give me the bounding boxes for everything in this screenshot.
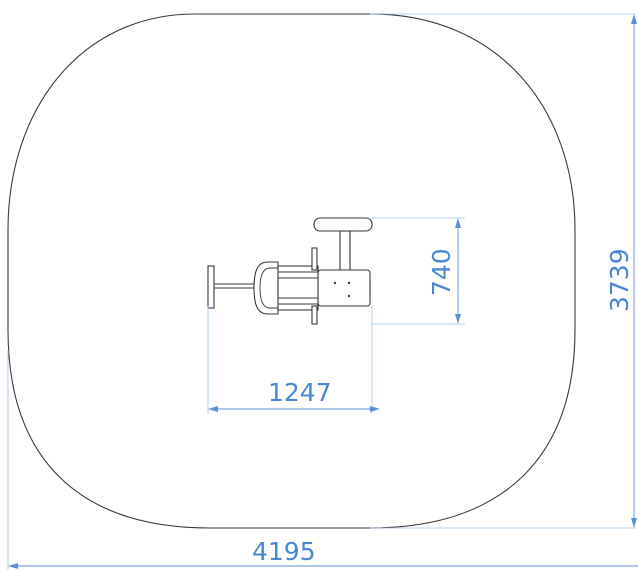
- dimension-label-4195: 4195: [252, 537, 316, 566]
- arrow-head: [370, 406, 380, 412]
- dimension-label-3739: 3739: [605, 248, 634, 312]
- arrow-head: [455, 218, 461, 228]
- main-seat: [317, 269, 371, 307]
- arrow-head: [8, 563, 18, 569]
- top-seat: [313, 217, 373, 232]
- arrow-head: [631, 14, 637, 24]
- dimension-equipment-width: 1247: [207, 306, 380, 414]
- frame-rail: [275, 265, 319, 311]
- end-cap: [253, 261, 279, 315]
- arrow-head: [208, 406, 218, 412]
- arrow-head: [455, 314, 461, 324]
- seat-bolt: [347, 294, 351, 298]
- equipment-top-view: [207, 217, 373, 325]
- handle-grip: [207, 265, 215, 309]
- arrow-head: [631, 518, 637, 528]
- dimension-total-height: 3739: [370, 13, 637, 529]
- dimension-total-width: 4195: [7, 350, 638, 570]
- seat-bolt: [347, 281, 351, 285]
- end-cap-inner: [259, 267, 278, 309]
- dimension-equipment-height: 740: [372, 217, 465, 325]
- side-post: [311, 247, 318, 271]
- seat-bolt: [333, 281, 337, 285]
- dimension-label-740: 740: [427, 248, 456, 296]
- side-post: [311, 305, 318, 325]
- seat-post: [339, 230, 351, 272]
- dimension-label-1247: 1247: [268, 378, 332, 407]
